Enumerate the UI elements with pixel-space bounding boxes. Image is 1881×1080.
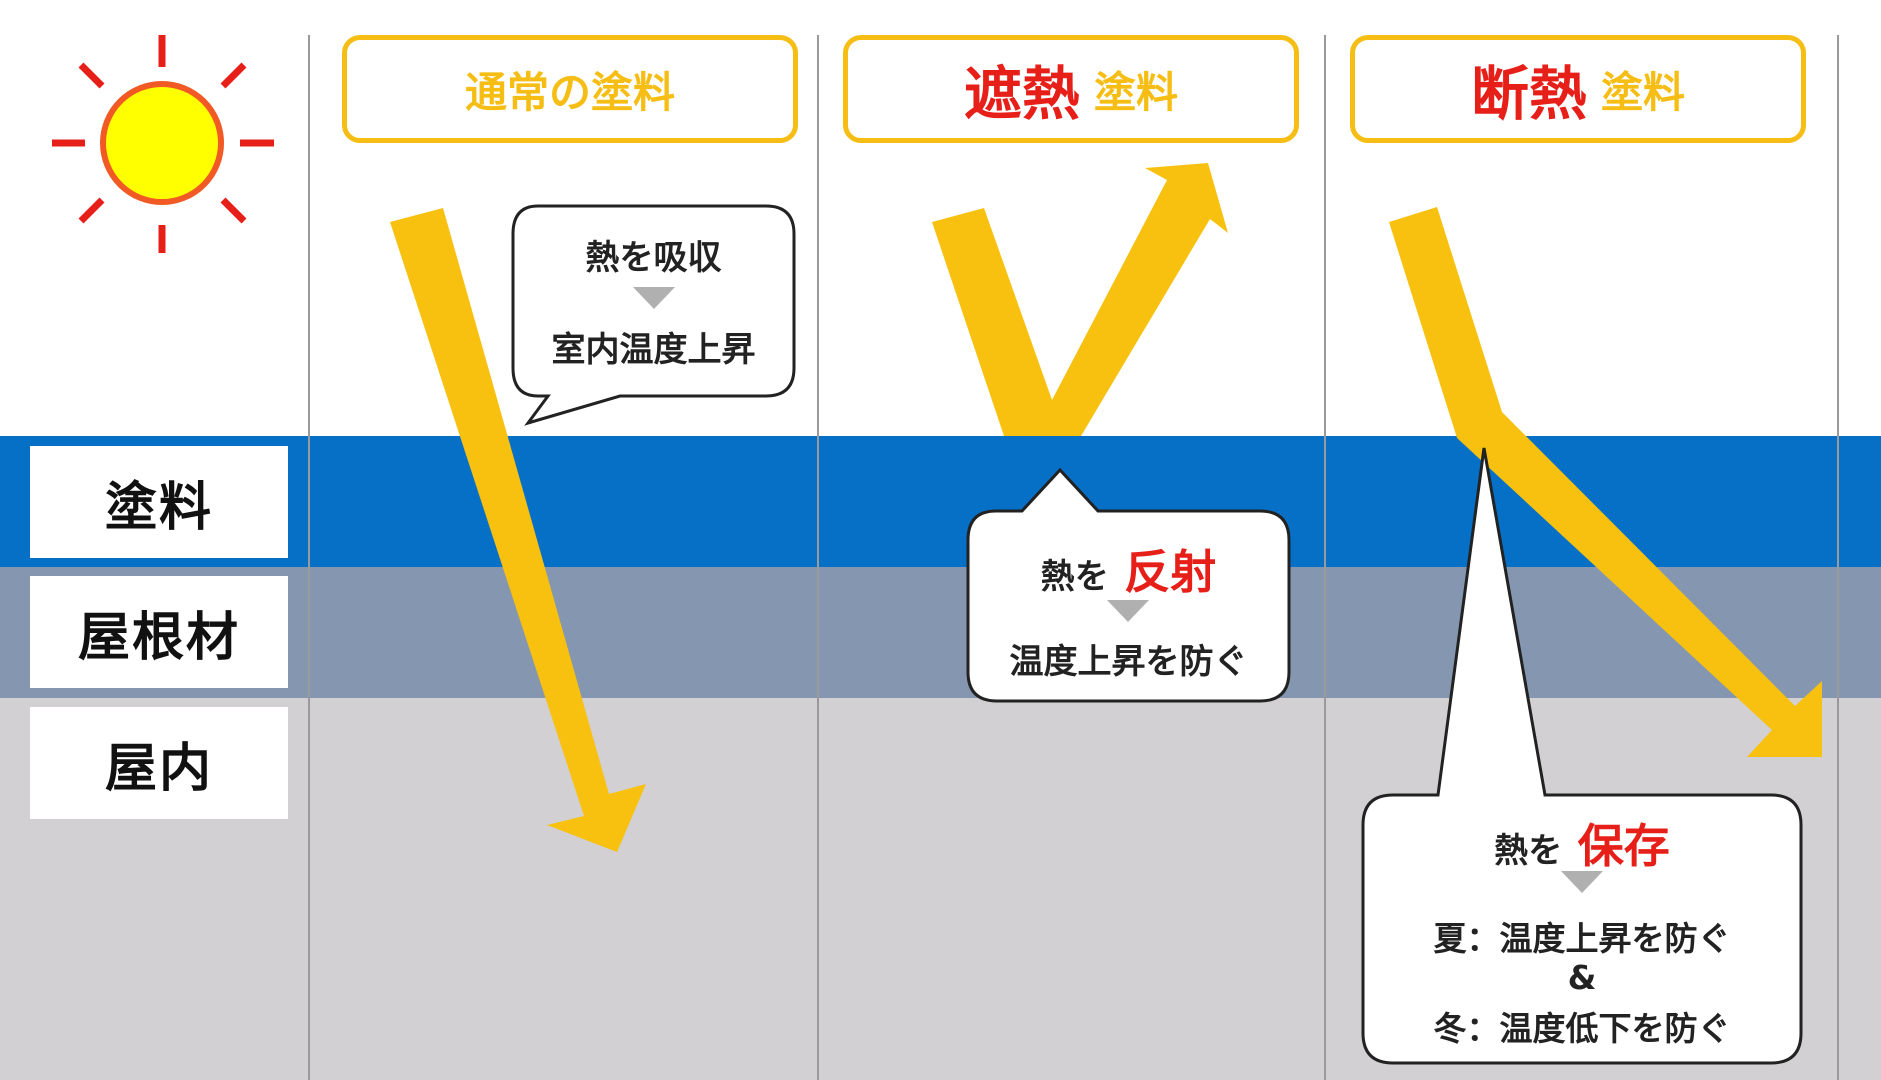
side-label-indoor: 屋内 — [30, 707, 288, 819]
bubble-normal-line2: 室内温度上昇 — [551, 330, 756, 370]
side-label-paint: 塗料 — [30, 446, 288, 558]
bubble-normal — [511, 204, 796, 426]
header-insulation-main: 断熱 — [1470, 60, 1587, 128]
bubble-heat-shield-line2: 温度上昇を防ぐ — [1009, 642, 1248, 682]
bubble-heat-shield-line1: 熱を 反射 — [968, 536, 1289, 602]
absorb-arrow — [390, 208, 646, 852]
retain-arrow — [1389, 207, 1822, 757]
roof-layer-band — [0, 567, 1881, 698]
header-insulation-sub: 塗料 — [1601, 67, 1686, 117]
column-divider — [1837, 35, 1839, 1080]
down-triangle-icon — [633, 287, 675, 309]
column-divider — [308, 35, 310, 1080]
down-triangle-icon — [1561, 871, 1603, 893]
column-divider — [817, 35, 819, 1080]
down-triangle-icon — [1107, 600, 1149, 622]
side-label-roof: 屋根材 — [30, 576, 288, 688]
bubble-insulation-line3: & — [1567, 958, 1597, 997]
header-heat-shield-paint: 遮熱 塗料 — [843, 35, 1299, 143]
bubble-insulation-keyword: 保存 — [1577, 819, 1670, 873]
reflect-arrow — [932, 163, 1228, 436]
bubble-insulation-prefix: 熱を — [1494, 831, 1563, 871]
column-divider — [1324, 35, 1326, 1080]
header-normal-paint: 通常の塗料 — [342, 35, 798, 143]
bubble-insulation — [1361, 447, 1803, 1065]
sun-icon — [52, 35, 274, 253]
bubble-insulation-line2: 夏：温度上昇を防ぐ — [1433, 919, 1731, 958]
header-heat-shield-main: 遮熱 — [963, 60, 1080, 128]
header-insulation-paint: 断熱 塗料 — [1350, 35, 1806, 143]
bubble-insulation-line4: 冬：温度低下を防ぐ — [1433, 1009, 1731, 1048]
bubble-normal-line1: 熱を吸収 — [585, 238, 722, 278]
bubble-heat-shield — [966, 467, 1291, 703]
bubble-insulation-line1: 熱を 保存 — [1363, 810, 1801, 876]
header-normal-title: 通常の塗料 — [464, 67, 675, 117]
header-heat-shield-sub: 塗料 — [1094, 67, 1179, 117]
bubble-heat-shield-prefix: 熱を — [1040, 557, 1109, 597]
bubble-heat-shield-keyword: 反射 — [1124, 545, 1217, 599]
